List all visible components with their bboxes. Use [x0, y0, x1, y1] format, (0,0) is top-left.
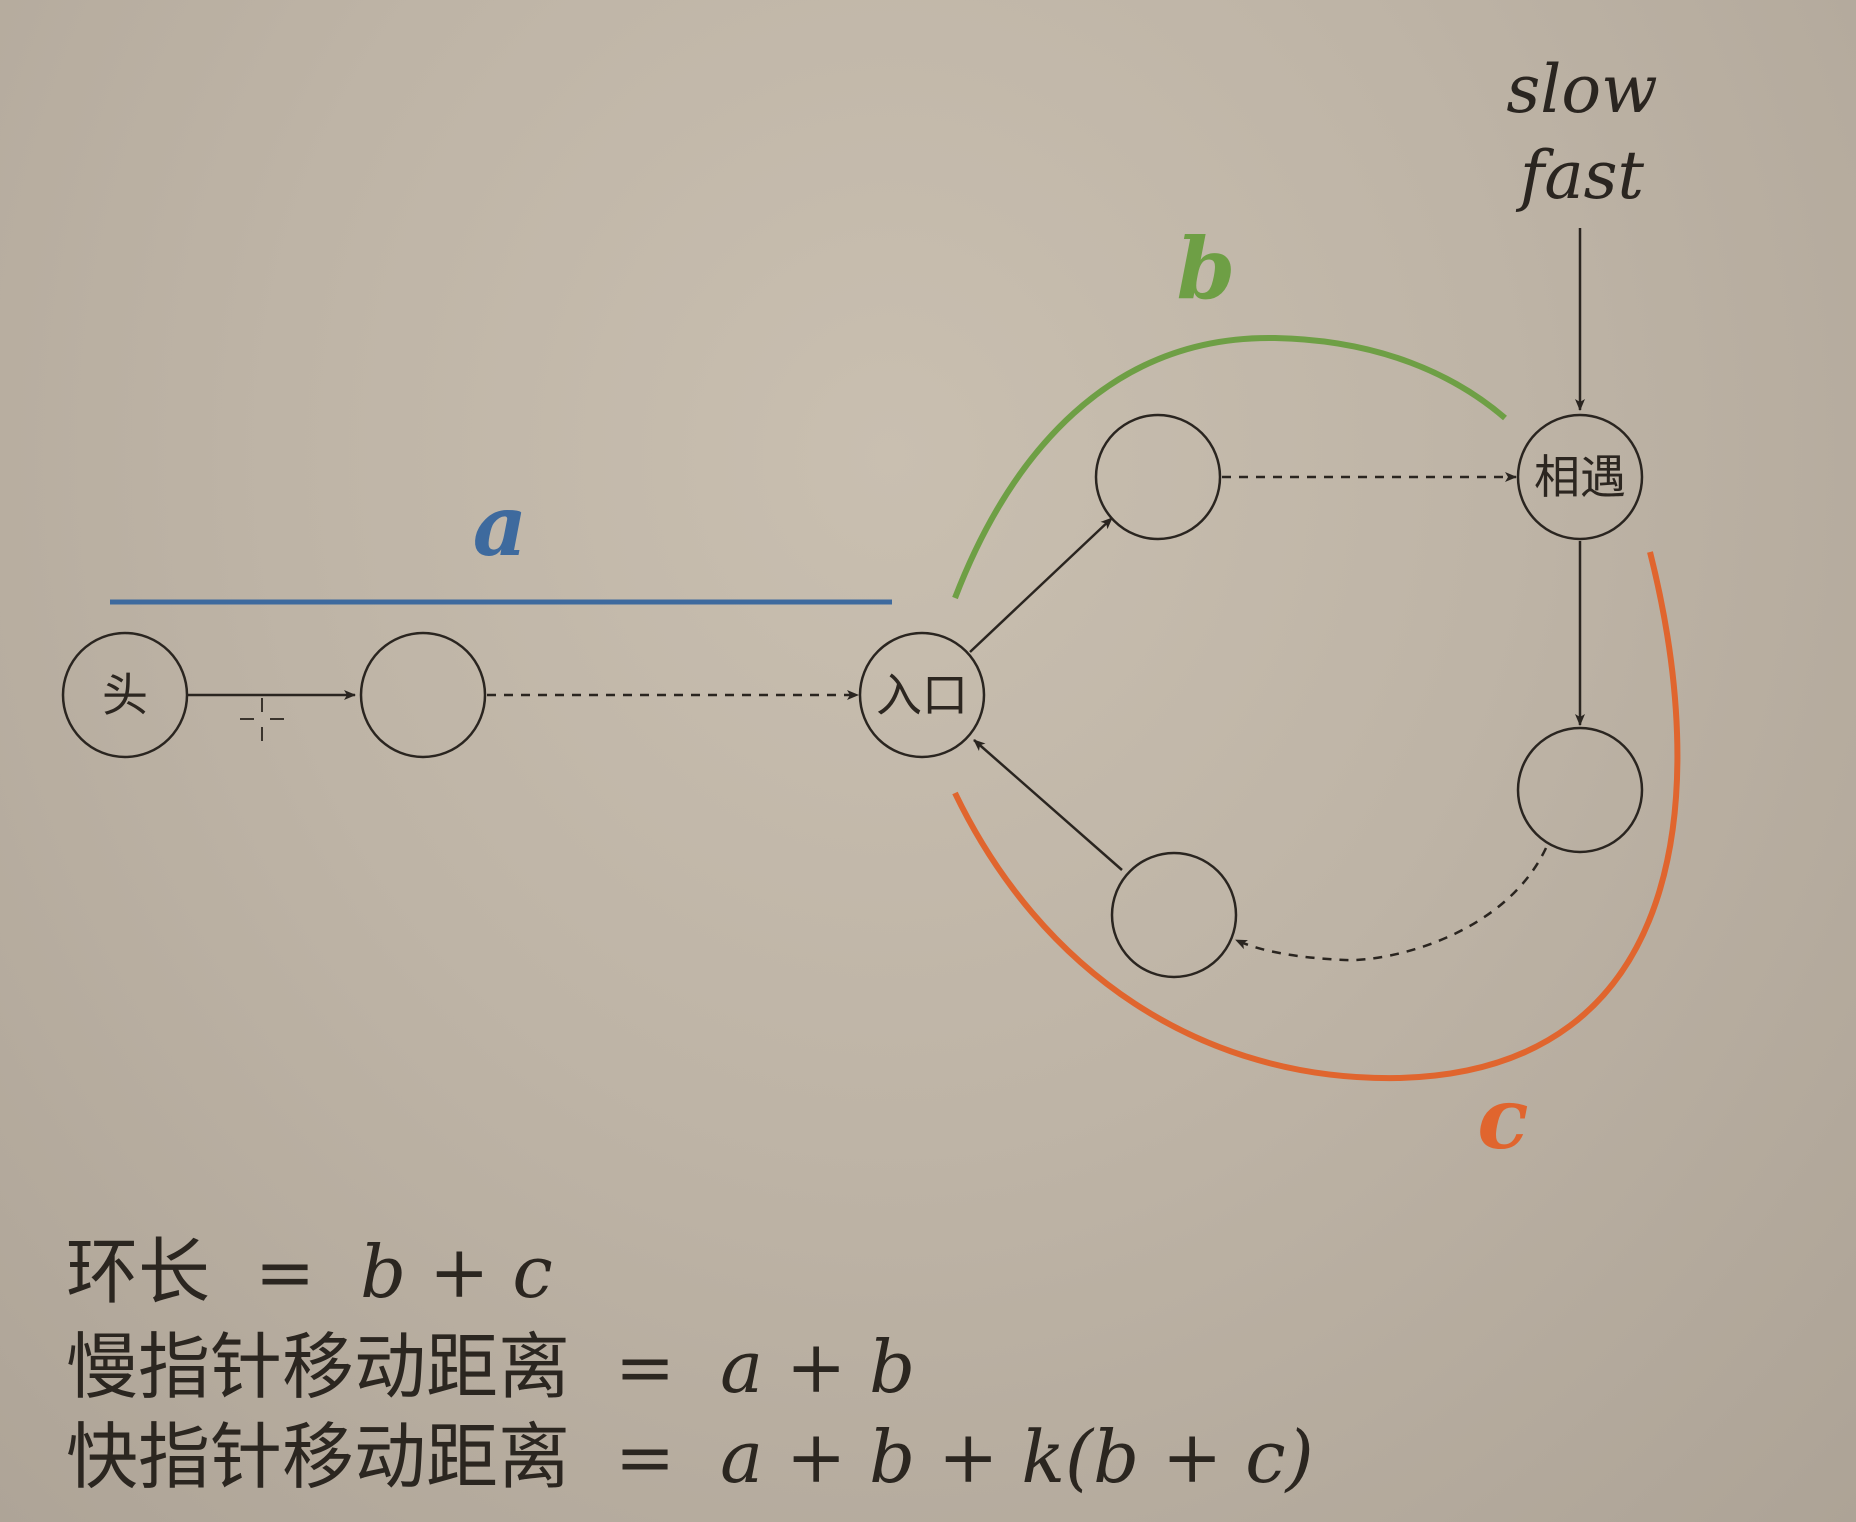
node-1	[359, 631, 487, 759]
formula-block: 环长 = b + c 慢指针移动距离 = a + b 快指针移动距离 = a +…	[66, 1230, 1314, 1499]
fast-pointer-label: fast	[1515, 137, 1645, 214]
node-entrance: 入口	[858, 631, 986, 759]
formula-slow-distance-rhs: a + b	[720, 1325, 915, 1409]
formula-fast-distance: 快指针移动距离 = a + b + k(b + c)	[66, 1415, 1314, 1499]
node-entrance-label: 入口	[876, 668, 968, 722]
segment-c-arc	[952, 551, 1681, 1082]
node-bottom	[1110, 851, 1238, 979]
edge-bottom-to-entrance	[973, 739, 1123, 871]
segment-c-label: c	[1477, 1069, 1528, 1168]
slow-pointer-label: slow	[1506, 51, 1657, 128]
formula-cycle-length-rhs: b + c	[360, 1230, 553, 1314]
formula-slow-distance-lhs: 慢指针移动距离	[66, 1325, 570, 1409]
node-head: 头	[61, 631, 189, 759]
formula-fast-distance-lhs: 快指针移动距离	[66, 1415, 570, 1499]
edge-right-to-bottom	[1235, 847, 1548, 962]
formula-slow-distance: 慢指针移动距离 = a + b	[66, 1325, 915, 1409]
crosshair-cursor-icon	[240, 698, 284, 741]
segment-b-arc	[952, 334, 1507, 600]
node-top	[1094, 413, 1222, 541]
formula-cycle-length: 环长 = b + c	[66, 1230, 553, 1314]
segment-b-label: b	[1177, 219, 1236, 318]
formula-cycle-length-lhs: 环长	[66, 1230, 210, 1314]
segment-a-label: a	[473, 476, 527, 575]
formula-fast-distance-rhs: a + b + k(b + c)	[720, 1415, 1314, 1499]
node-meet: 相遇	[1516, 413, 1644, 541]
edge-entrance-to-top	[969, 517, 1113, 653]
node-right	[1516, 726, 1644, 854]
node-meet-label: 相遇	[1534, 450, 1626, 504]
node-head-label: 头	[102, 668, 148, 722]
